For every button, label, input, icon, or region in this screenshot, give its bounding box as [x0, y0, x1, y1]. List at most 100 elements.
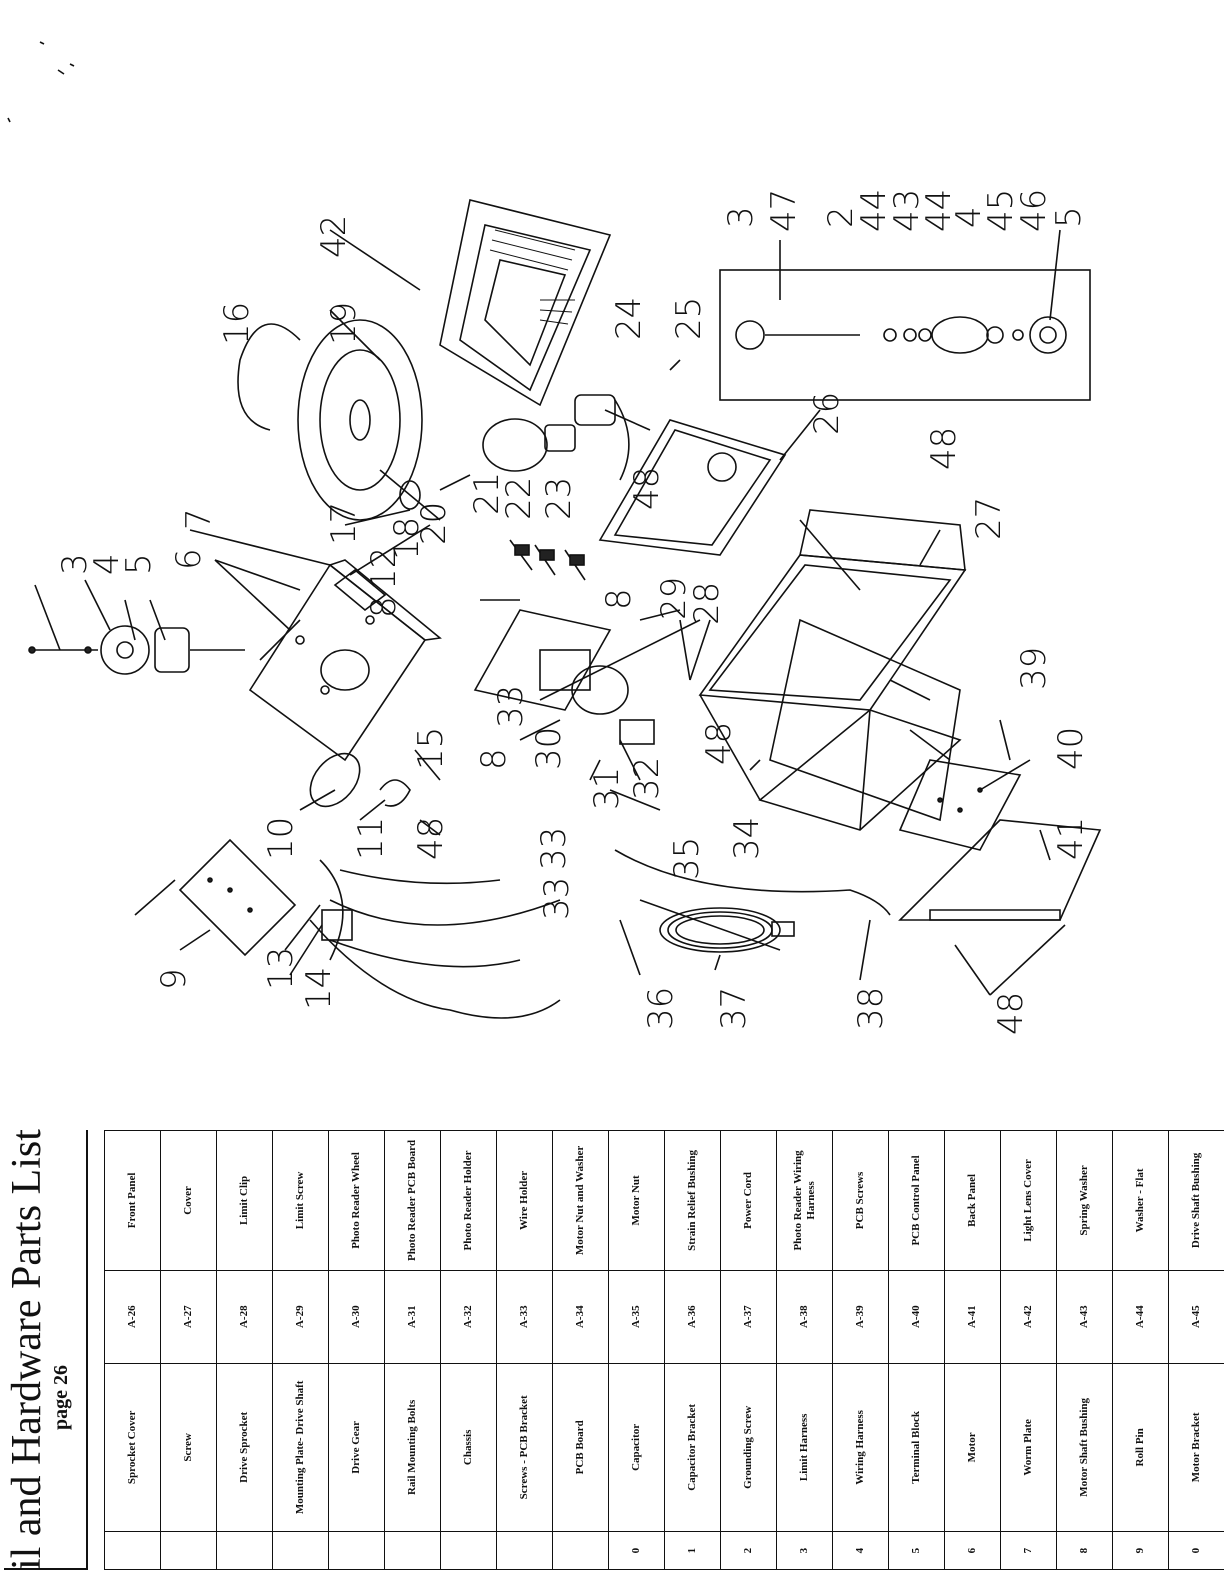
callout: 28 [687, 582, 727, 625]
scan-marks [7, 41, 75, 123]
part-name-2: Wire Holder [496, 1130, 553, 1271]
callout: 19 [324, 302, 364, 345]
callout: 12 [364, 547, 404, 590]
callout: 33 [534, 827, 574, 870]
callout: 5 [1049, 206, 1089, 228]
row-number [328, 1531, 385, 1570]
callout: 16 [217, 302, 257, 345]
callout: 9 [154, 968, 194, 990]
part-name-2: PCB Control Panel [888, 1130, 945, 1271]
part-name-2: Washer - Flat [1112, 1130, 1169, 1271]
part-name-2: Motor Nut [608, 1130, 665, 1271]
part-code: A-40 [888, 1270, 945, 1364]
callout: 31 [587, 767, 627, 810]
part-name-2: Drive Shaft Bushing [1168, 1130, 1224, 1271]
callout: 4 [87, 553, 127, 575]
callout: 33 [537, 877, 577, 920]
callout: 3 [55, 553, 95, 575]
row-number: 5 [888, 1531, 945, 1570]
photo-reader-assembly [473, 609, 701, 745]
part-name-2: Cover [160, 1130, 217, 1271]
row-number: 9 [1112, 1531, 1169, 1570]
part-name: Drive Gear [328, 1363, 385, 1532]
part-code: A-26 [104, 1270, 161, 1364]
part-name: Sprocket Cover [104, 1363, 161, 1532]
part-name: Motor Bracket [1168, 1363, 1224, 1532]
row-number: 3 [776, 1531, 833, 1570]
part-name-2: Back Panel [944, 1130, 1001, 1271]
part-name-2: Photo Reader Wheel [328, 1130, 385, 1271]
part-name-2: PCB Screws [832, 1130, 889, 1271]
row-number: 4 [832, 1531, 889, 1570]
callout: 38 [851, 987, 891, 1030]
callout: 42 [314, 215, 354, 258]
power-cord [639, 899, 795, 953]
row-number [216, 1531, 273, 1570]
callout: 17 [324, 502, 364, 545]
callout: 4 [949, 206, 989, 228]
part-name: Capacitor [608, 1363, 665, 1532]
row-number: 0 [608, 1531, 665, 1570]
part-name: Rail Mounting Bolts [384, 1363, 441, 1532]
part-code: A-33 [496, 1270, 553, 1364]
part-code: A-27 [160, 1270, 217, 1364]
callout: 48 [991, 992, 1031, 1035]
part-name: Motor [944, 1363, 1001, 1532]
callout: 18 [387, 517, 427, 560]
part-name: Worm Plate [1000, 1363, 1057, 1532]
part-code: A-44 [1112, 1270, 1169, 1364]
part-name: Wiring Harness [832, 1363, 889, 1532]
part-name-2: Strain Relief Bushing [664, 1130, 721, 1271]
capacitor [309, 752, 411, 808]
part-name-2: Photo Reader Holder [440, 1130, 497, 1271]
callout: 30 [529, 727, 569, 770]
part-code: A-28 [216, 1270, 273, 1364]
callout: 5 [119, 553, 159, 575]
limit-screws [509, 539, 586, 581]
part-name: Chassis [440, 1363, 497, 1532]
part-code: A-42 [1000, 1270, 1057, 1364]
part-code: A-45 [1168, 1270, 1224, 1364]
callout: 7 [179, 508, 219, 530]
photo-reader-harness [614, 849, 891, 916]
row-number [104, 1531, 161, 1570]
row-number: 8 [1056, 1531, 1113, 1570]
part-code: A-43 [1056, 1270, 1113, 1364]
drive-sprocket-assembly [28, 584, 245, 675]
row-number: 1 [664, 1531, 721, 1570]
callout: 27 [969, 497, 1009, 540]
part-name: Limit Harness [776, 1363, 833, 1532]
callout: 23 [539, 477, 579, 520]
part-name-2: Spring Washer [1056, 1130, 1113, 1271]
row-number [496, 1531, 553, 1570]
part-name: Grounding Screw [720, 1363, 777, 1532]
part-name: Screws - PCB Bracket [496, 1363, 553, 1532]
drive-shaft-inset [719, 269, 1091, 401]
callout: 43 [887, 189, 927, 232]
part-code: A-39 [832, 1270, 889, 1364]
part-name-2: Photo Reader PCB Board [384, 1130, 441, 1271]
row-number [272, 1531, 329, 1570]
callout-labels: 3 4 5 6 7 12 20 8 8 17 18 16 19 42 24 25… [55, 189, 1091, 1035]
callout: 39 [1014, 647, 1054, 690]
part-code: A-38 [776, 1270, 833, 1364]
callout: 46 [1014, 189, 1054, 232]
callout: 24 [609, 297, 649, 340]
motor [237, 319, 441, 521]
part-code: A-34 [552, 1270, 609, 1364]
part-name-2: Limit Clip [216, 1130, 273, 1271]
callout: 10 [261, 817, 301, 860]
pcb-control-panel [898, 759, 1102, 921]
callout: 26 [807, 392, 847, 435]
light-lens-cover [439, 199, 612, 407]
